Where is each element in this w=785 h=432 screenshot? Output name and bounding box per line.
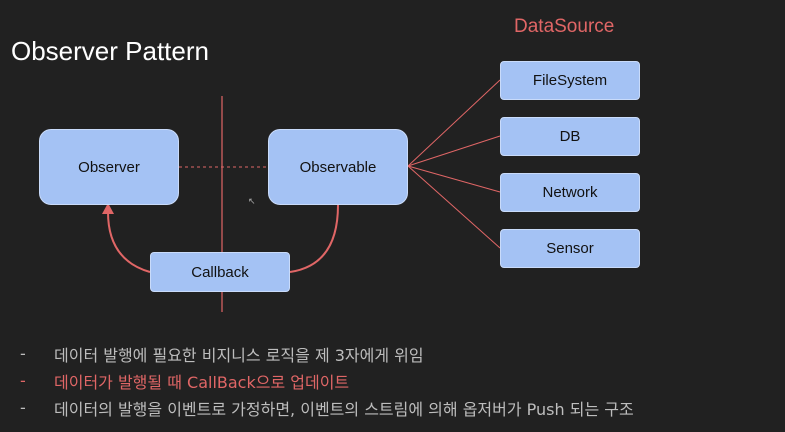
bullet-item: - 데이터의 발행을 이벤트로 가정하면, 이벤트의 스트림에 의해 옵저버가 … — [20, 394, 634, 421]
observer-label: Observer — [78, 158, 140, 176]
fan-line-filesystem — [407, 79, 501, 167]
observable-box: Observable — [268, 129, 408, 205]
callback-box: Callback — [150, 252, 290, 292]
callback-curve-right — [289, 204, 339, 273]
slide-title: Observer Pattern — [11, 36, 209, 66]
fan-line-network — [407, 165, 501, 193]
datasource-title: DataSource — [514, 16, 615, 37]
observable-label: Observable — [299, 158, 377, 176]
mouse-cursor-icon: ↖ — [248, 197, 256, 207]
callback-arrowhead — [102, 203, 114, 214]
fan-line-sensor — [407, 165, 501, 249]
datasource-label: FileSystem — [532, 72, 608, 89]
bullet-marker: - — [20, 398, 26, 417]
datasource-label: DB — [559, 128, 581, 145]
datasource-filesystem: FileSystem — [500, 61, 640, 100]
datasource-label: Network — [542, 184, 598, 201]
bullet-item: - 데이터가 발행될 때 CallBack으로 업데이트 — [20, 367, 634, 394]
callback-label: Callback — [191, 263, 249, 281]
bullet-item: - 데이터 발행에 필요한 비지니스 로직을 제 3자에게 위임 — [20, 340, 634, 367]
fan-line-db — [407, 135, 501, 167]
bullet-text: 데이터 발행에 필요한 비지니스 로직을 제 3자에게 위임 — [54, 345, 424, 365]
bullet-text: 데이터가 발행될 때 CallBack으로 업데이트 — [54, 372, 350, 392]
datasource-label: Sensor — [546, 240, 594, 257]
observer-box: Observer — [39, 129, 179, 205]
bullet-marker: - — [20, 371, 26, 390]
bullet-list: - 데이터 발행에 필요한 비지니스 로직을 제 3자에게 위임 - 데이터가 … — [20, 340, 634, 421]
datasource-db: DB — [500, 117, 640, 156]
callback-curve-left — [107, 211, 151, 273]
datasource-network: Network — [500, 173, 640, 212]
bullet-marker: - — [20, 344, 26, 363]
datasource-sensor: Sensor — [500, 229, 640, 268]
bullet-text: 데이터의 발행을 이벤트로 가정하면, 이벤트의 스트림에 의해 옵저버가 Pu… — [54, 399, 634, 419]
